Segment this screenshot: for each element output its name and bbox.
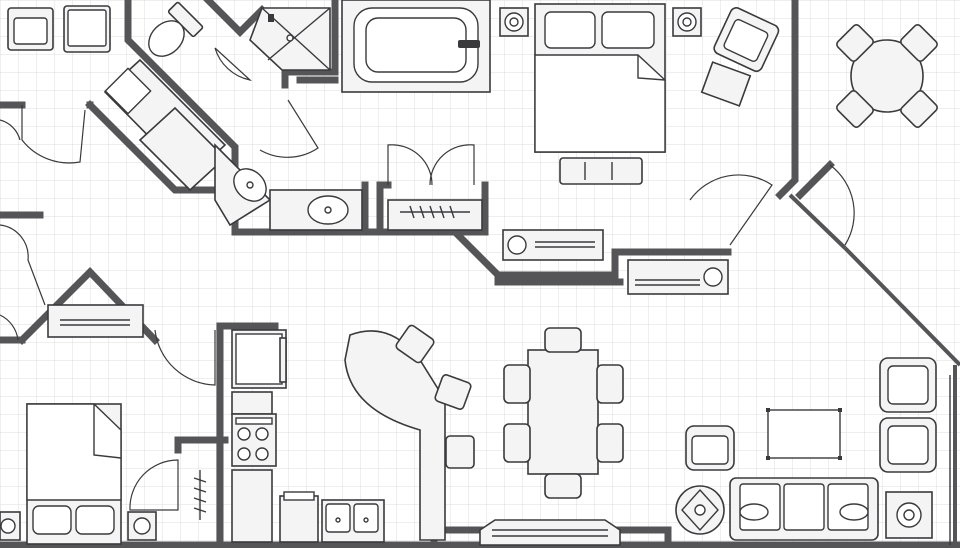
bath-sink-left (214, 143, 272, 227)
hall-console (627, 259, 729, 295)
stove (231, 413, 277, 467)
kitchen (231, 324, 475, 543)
dining-chair (503, 423, 531, 463)
right-armchair-bottom (879, 417, 937, 473)
nightstand-small (0, 511, 21, 541)
second-bedroom (0, 304, 207, 545)
breakfast-bar (344, 330, 446, 541)
vanity-counter (103, 58, 227, 192)
right-armchair-top (879, 357, 937, 413)
dining-chair (544, 473, 582, 499)
master-bedroom (499, 3, 780, 295)
bedroom-dresser (502, 229, 604, 261)
closet-rod (387, 199, 483, 231)
kitchen-sink (321, 499, 385, 543)
bedroom-armchair (713, 7, 780, 72)
living-armchair (685, 425, 735, 471)
doors (0, 47, 855, 511)
nightstand-left (499, 7, 529, 37)
dining-chair (544, 327, 582, 353)
closet-rod-small (193, 470, 207, 520)
toilet (148, 1, 204, 57)
bay-window (479, 519, 621, 546)
master-bath (7, 0, 491, 231)
dining-chair (596, 423, 624, 463)
queen-bed (26, 403, 122, 545)
bathtub (341, 0, 491, 93)
bar-stool (395, 324, 435, 364)
end-table-lamp (885, 491, 933, 539)
side-table (675, 485, 725, 535)
dishwasher (279, 491, 319, 543)
sofa (729, 477, 879, 541)
dining-chair (596, 364, 624, 404)
shower (249, 7, 331, 71)
nightstand-right (672, 7, 702, 37)
dining-nook (836, 24, 938, 128)
bed-bench (559, 157, 643, 185)
dining-table (527, 349, 599, 475)
dining-chair (503, 364, 531, 404)
nightstand-small-right (127, 511, 157, 541)
wall-shelf (47, 304, 144, 338)
living-dining-area (479, 327, 957, 546)
king-bed (534, 3, 666, 153)
bar-stool (445, 435, 475, 469)
coffee-table (766, 408, 842, 460)
ottoman (700, 61, 752, 107)
bath-sink-right (269, 189, 363, 231)
bar-stool (434, 374, 472, 410)
